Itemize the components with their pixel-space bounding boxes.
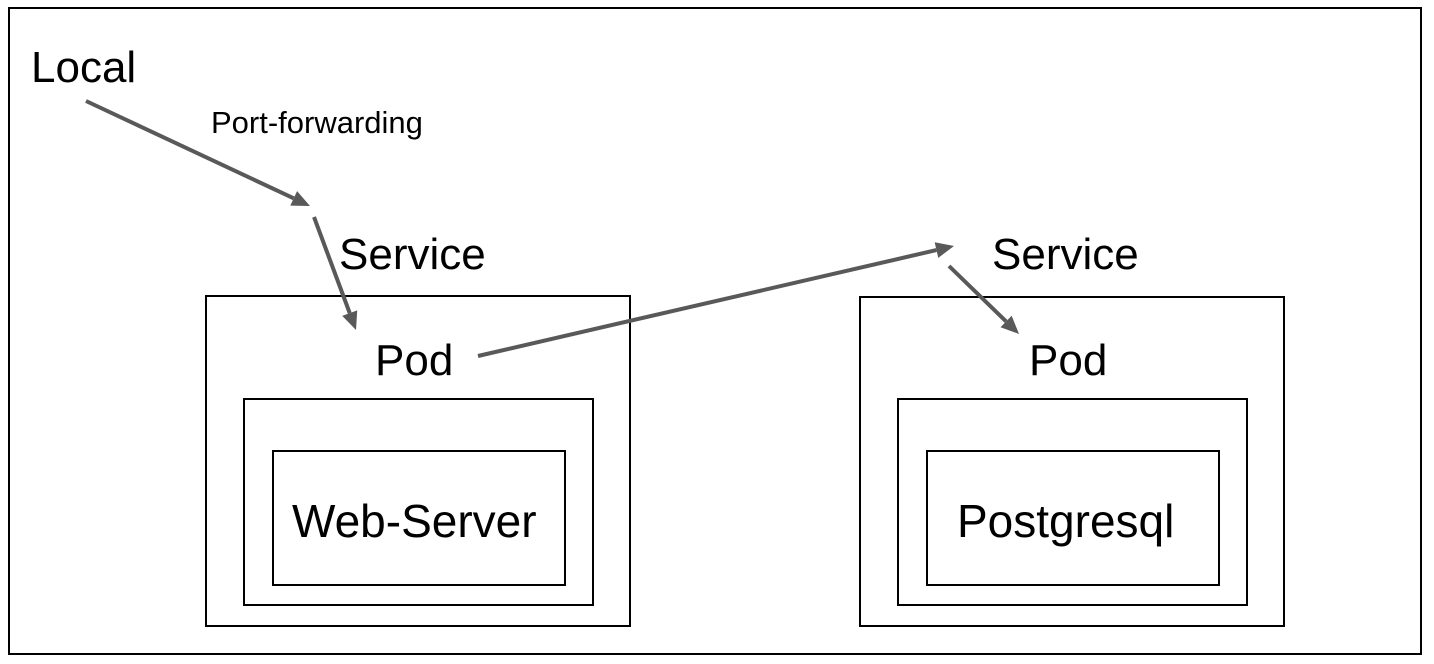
port-forwarding-label: Port-forwarding <box>211 105 423 140</box>
web-server-label: Web-Server <box>292 495 537 547</box>
diagram-frame <box>8 7 1422 655</box>
right-service-label: Service <box>992 230 1139 279</box>
web-server-container-box <box>272 450 566 586</box>
arrow-port-forwarding-to-left-pod-head <box>342 310 358 330</box>
postgresql-container-box <box>926 450 1220 586</box>
local-label: Local <box>31 43 137 92</box>
right-service-box <box>859 296 1285 627</box>
arrow-right-service-to-right-pod-line <box>947 264 1008 323</box>
left-service-box <box>205 295 631 627</box>
arrow-local-to-port-forwarding-head <box>290 191 310 206</box>
arrow-local-to-port-forwarding-line <box>85 99 295 201</box>
left-pod-box <box>243 398 594 606</box>
left-service-label: Service <box>339 230 486 279</box>
left-pod-label: Pod <box>375 336 454 385</box>
arrow-right-service-to-right-pod-head <box>1000 315 1019 334</box>
arrow-left-pod-to-right-service-head <box>934 242 954 258</box>
arrow-left-pod-to-right-service-line <box>477 248 937 358</box>
right-pod-box <box>897 398 1248 606</box>
right-pod-label: Pod <box>1029 336 1108 385</box>
arrow-port-forwarding-to-left-pod-line <box>312 216 352 314</box>
postgresql-label: Postgresql <box>957 495 1175 547</box>
